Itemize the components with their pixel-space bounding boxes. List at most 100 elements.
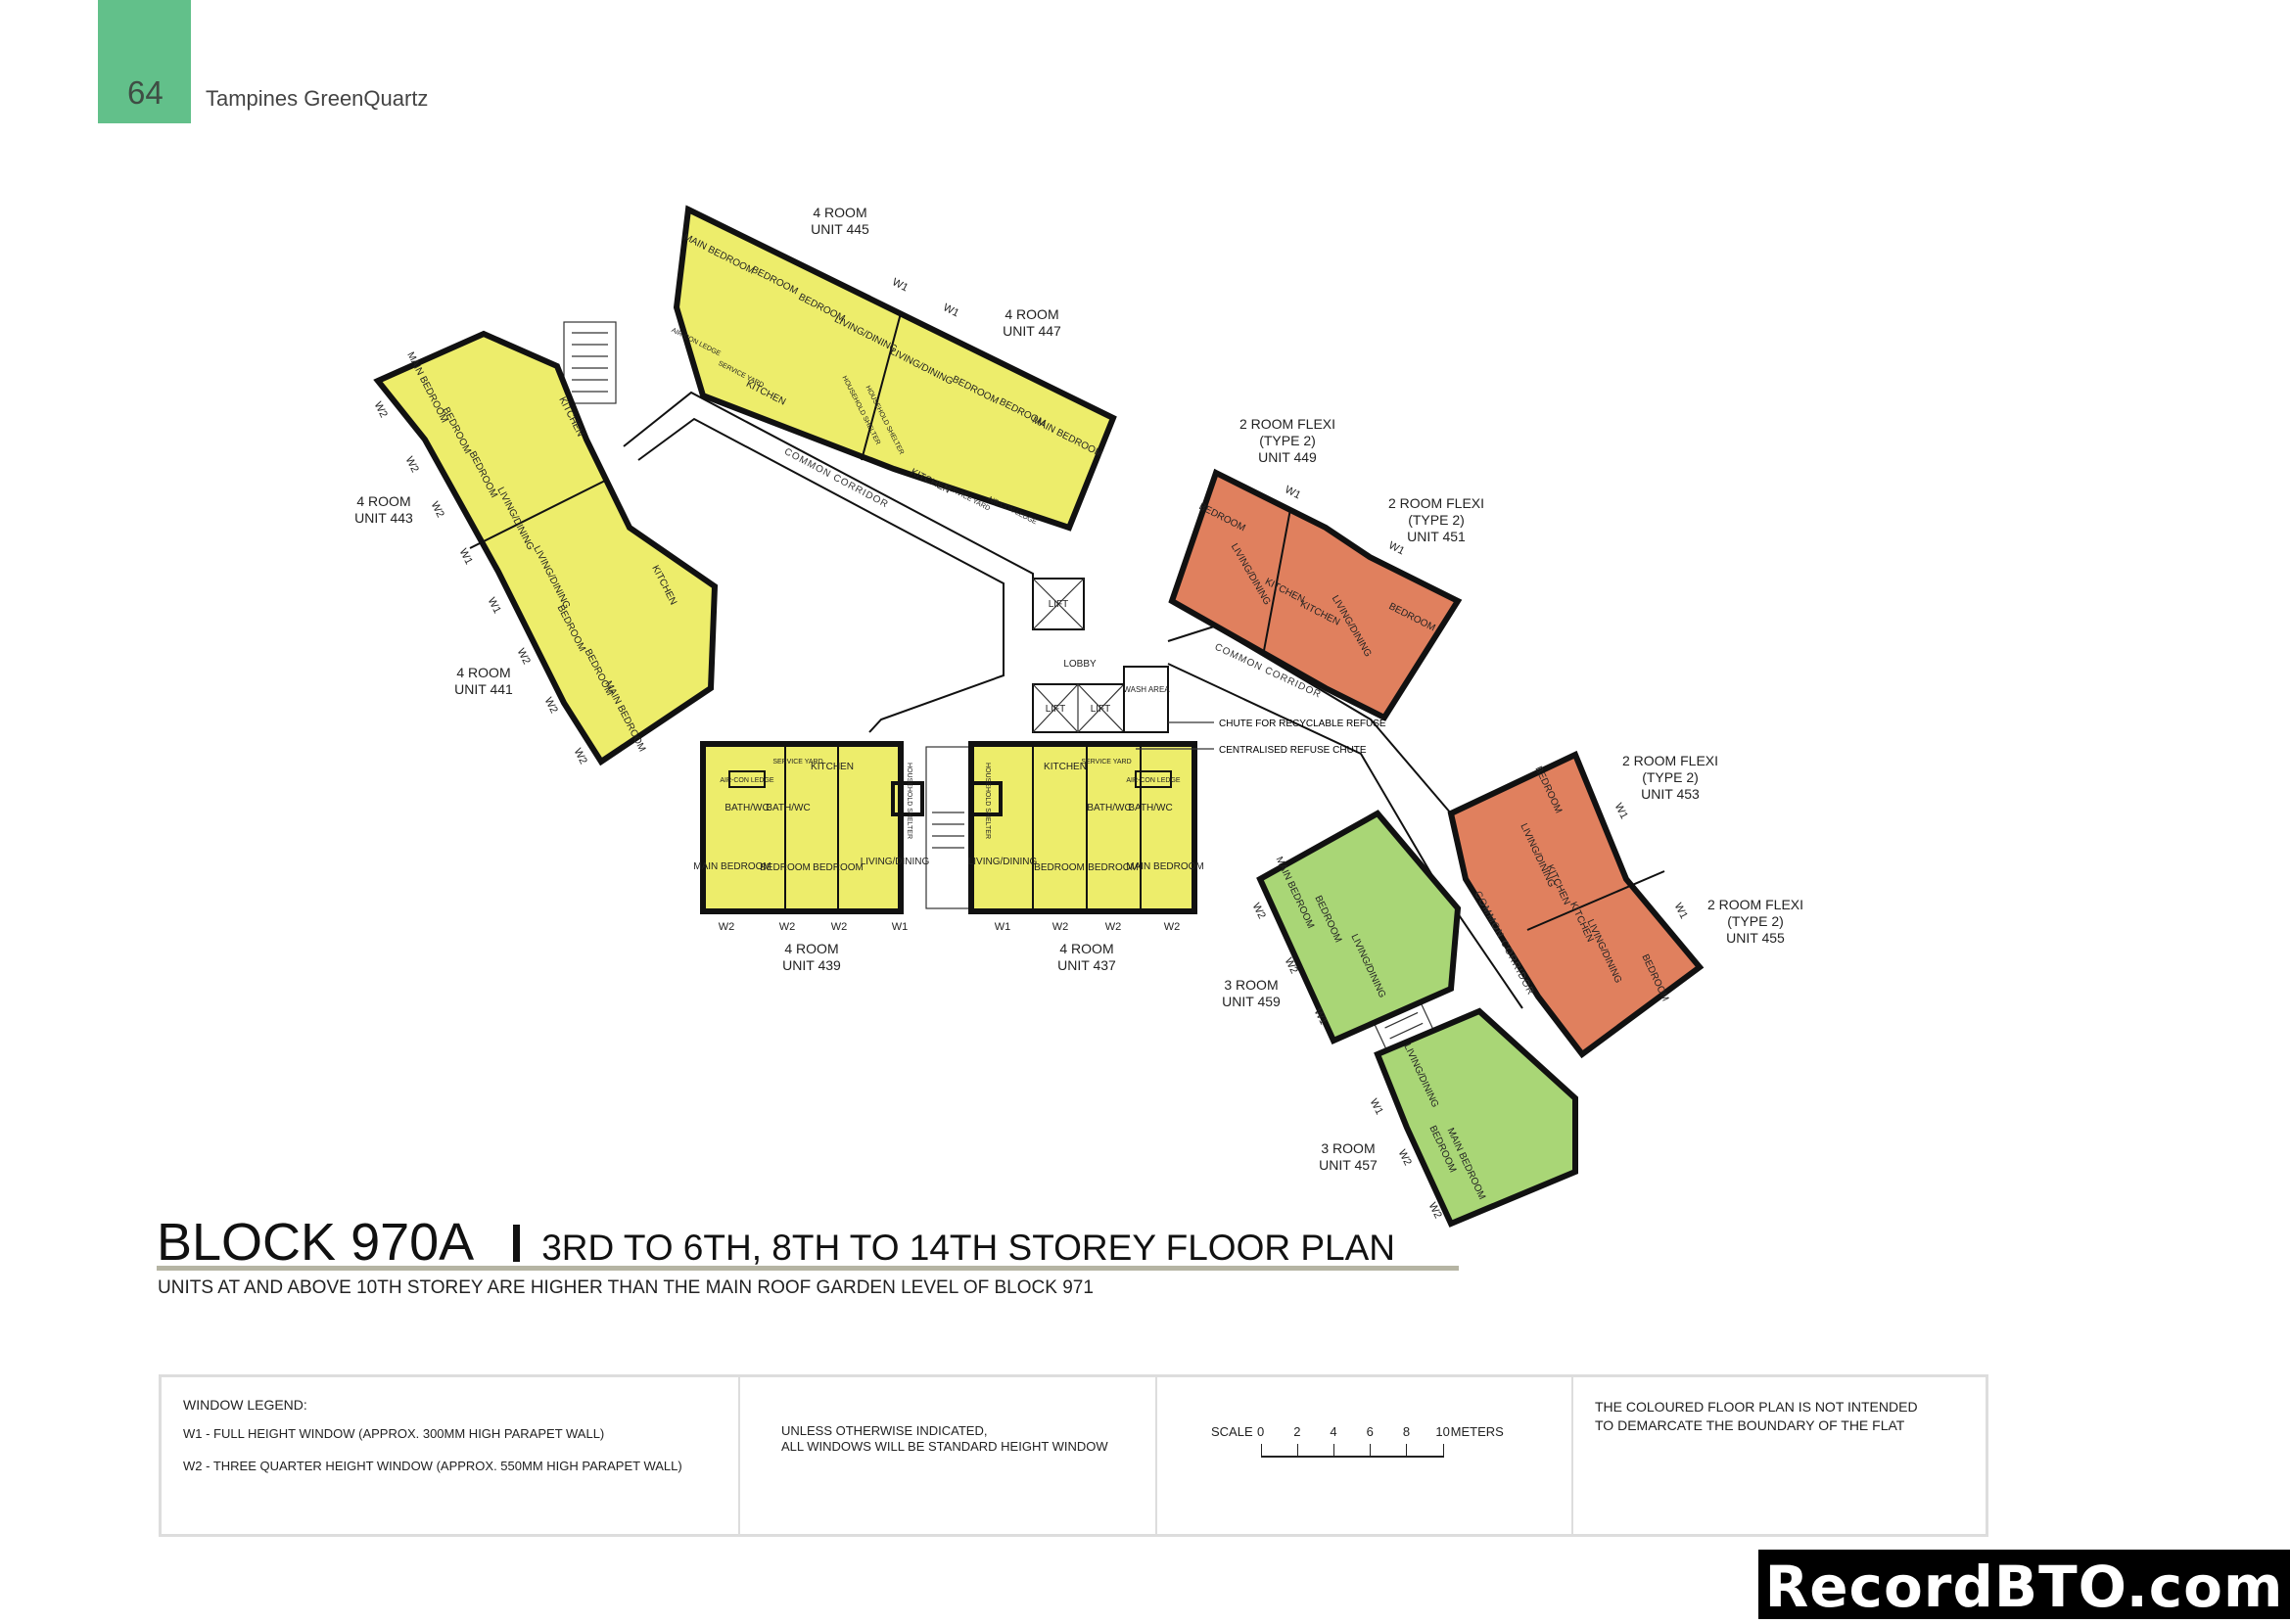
svg-text:(TYPE 2): (TYPE 2) [1727,913,1784,929]
disclaimer-line1: THE COLOURED FLOOR PLAN IS NOT INTENDED [1595,1399,1918,1415]
svg-text:2 ROOM FLEXI: 2 ROOM FLEXI [1622,753,1718,768]
svg-text:4 ROOM: 4 ROOM [1005,306,1058,322]
svg-text:UNIT 441: UNIT 441 [454,681,513,697]
svg-text:W1: W1 [1283,484,1302,501]
window-legend-w1: W1 - FULL HEIGHT WINDOW (APPROX. 300MM H… [183,1426,605,1441]
svg-text:UNIT 437: UNIT 437 [1057,957,1116,973]
plan-subtitle: 3RD TO 6TH, 8TH TO 14TH STOREY FLOOR PLA… [541,1228,1395,1268]
unit-445-447[interactable] [673,205,1117,532]
svg-text:3 ROOM: 3 ROOM [1224,977,1278,993]
scale-tick-label: 2 [1293,1424,1301,1439]
svg-text:UNIT 451: UNIT 451 [1407,529,1466,544]
chute-recyclable-label: CHUTE FOR RECYCLABLE REFUSE [1219,719,1386,729]
window-legend-heading: WINDOW LEGEND: [183,1397,307,1413]
unit-439[interactable] [700,741,904,914]
svg-text:2 ROOM FLEXI: 2 ROOM FLEXI [1707,897,1803,912]
svg-text:W1: W1 [890,276,910,294]
household-shelter-label: HOUSEHOLD SHELTER [906,763,912,839]
svg-text:UNIT 453: UNIT 453 [1641,786,1700,802]
lift-label: LIFT [1091,704,1111,715]
svg-text:2 ROOM FLEXI: 2 ROOM FLEXI [1388,495,1484,511]
svg-text:UNIT 457: UNIT 457 [1319,1157,1378,1173]
svg-text:4 ROOM: 4 ROOM [456,665,510,680]
lift-label: LIFT [1046,704,1066,715]
scale-tick-label: 0 [1257,1424,1265,1439]
svg-text:2 ROOM FLEXI: 2 ROOM FLEXI [1239,416,1335,432]
window-legend: WINDOW LEGEND: W1 - FULL HEIGHT WINDOW (… [162,1377,740,1534]
svg-text:UNIT 439: UNIT 439 [782,957,841,973]
svg-text:W2: W2 [1052,921,1069,933]
svg-text:W2: W2 [542,696,560,716]
svg-text:W2: W2 [1250,902,1268,921]
scale-tick [1333,1444,1335,1458]
svg-text:BATH/WC: BATH/WC [724,803,769,813]
svg-text:UNIT 449: UNIT 449 [1258,449,1317,465]
svg-text:W1: W1 [1386,539,1406,557]
svg-text:LIVING/DINING: LIVING/DINING [968,857,1038,867]
unit-443-441[interactable] [373,330,719,766]
scale-label: SCALE [1211,1424,1253,1439]
svg-text:UNIT 455: UNIT 455 [1726,930,1785,946]
svg-text:(TYPE 2): (TYPE 2) [1642,769,1699,785]
svg-text:W2: W2 [1164,921,1181,933]
svg-text:W2: W2 [779,921,796,933]
scale-tick-label: 4 [1330,1424,1337,1439]
svg-text:W2: W2 [1396,1148,1414,1168]
svg-text:UNIT 459: UNIT 459 [1222,994,1281,1009]
aircon-ledge-label: AIR-CON LEDGE [1126,777,1181,784]
svg-text:4 ROOM: 4 ROOM [813,205,866,220]
svg-text:KITCHEN: KITCHEN [1044,762,1087,772]
svg-text:W1: W1 [1368,1097,1385,1117]
svg-text:(TYPE 2): (TYPE 2) [1408,512,1465,528]
svg-text:W1: W1 [1672,902,1690,921]
unit-453-455[interactable] [1447,750,1705,1059]
svg-text:MAIN BEDROOM: MAIN BEDROOM [1126,861,1203,872]
svg-text:W1: W1 [995,921,1011,933]
svg-text:W2: W2 [403,455,421,475]
standard-window-line1: UNLESS OTHERWISE INDICATED, [781,1423,988,1438]
scale-tick [1442,1444,1444,1458]
lift-core: LIFT LOBBY LIFT LIFT WASH AREA CHUTE FOR… [1032,578,1386,756]
svg-text:4 ROOM: 4 ROOM [784,941,838,956]
scale-tick [1260,1444,1262,1458]
page-number: 64 [127,74,164,111]
title-separator [513,1225,521,1262]
svg-text:W2: W2 [515,647,533,667]
svg-text:(TYPE 2): (TYPE 2) [1259,433,1316,448]
partitions [469,312,1665,931]
wash-area-label: WASH AREA [1123,685,1170,694]
unit-457[interactable] [1374,1007,1578,1228]
unit-449-451[interactable] [1168,468,1463,721]
svg-text:KITCHEN: KITCHEN [811,762,854,772]
centralised-chute-label: CENTRALISED REFUSE CHUTE [1219,745,1367,756]
svg-text:W2: W2 [572,747,589,766]
service-yard-label: SERVICE YARD [772,759,822,766]
svg-text:W2: W2 [429,500,446,520]
svg-text:BEDROOM: BEDROOM [813,862,864,873]
svg-text:W1: W1 [1612,802,1630,821]
svg-text:W1: W1 [941,302,960,319]
scale-tick [1296,1444,1298,1458]
household-shelter-label: HOUSEHOLD SHELTER [984,763,991,839]
svg-text:MAIN BEDROOM: MAIN BEDROOM [693,861,771,872]
svg-text:UNIT 443: UNIT 443 [354,510,413,526]
svg-text:UNIT 447: UNIT 447 [1003,323,1061,339]
svg-text:BATH/WC: BATH/WC [1087,803,1131,813]
scale-unit: METERS [1450,1424,1504,1439]
scale-tick-label: 10 [1435,1424,1450,1439]
unit-459[interactable] [1256,810,1462,1044]
window-legend-w2: W2 - THREE QUARTER HEIGHT WINDOW (APPROX… [183,1459,682,1473]
svg-text:BATH/WC: BATH/WC [766,803,810,813]
svg-text:W2: W2 [1105,921,1122,933]
page-number-tab [98,0,191,123]
standard-window-line2: ALL WINDOWS WILL BE STANDARD HEIGHT WIND… [781,1439,1108,1454]
svg-text:W2: W2 [372,400,390,420]
lobby-label: LOBBY [1063,659,1097,670]
disclaimer-line2: TO DEMARCATE THE BOUNDARY OF THE FLAT [1595,1417,1905,1433]
svg-text:3 ROOM: 3 ROOM [1321,1140,1375,1156]
